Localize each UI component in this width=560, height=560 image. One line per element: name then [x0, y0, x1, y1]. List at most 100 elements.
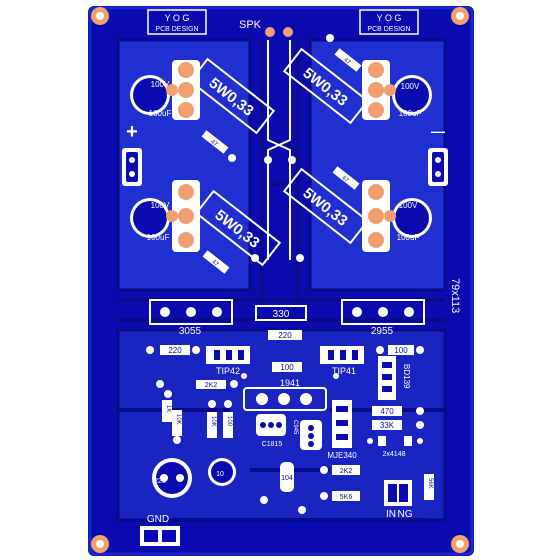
svg-text:C1815: C1815: [262, 441, 283, 448]
emitter-resistor-2: 47: [334, 48, 362, 72]
resistor-10k-a: 10K: [172, 410, 182, 444]
resistor-220-top: 220: [268, 330, 302, 340]
svg-text:47: 47: [340, 175, 349, 184]
emitter-resistor-3: 47: [202, 250, 230, 274]
svg-text:2x4148: 2x4148: [383, 451, 406, 458]
svg-text:47: 47: [342, 57, 351, 66]
power-transistor-pads-tr: [362, 60, 396, 120]
mount-hole-br: [451, 535, 469, 553]
power-transistor-pads-bl: [166, 180, 200, 252]
svg-text:10: 10: [216, 471, 224, 478]
svg-text:100V: 100V: [151, 201, 170, 210]
svg-text:330: 330: [273, 309, 290, 320]
resistor-330: 330: [255, 305, 307, 321]
svg-text:1K: 1K: [165, 405, 171, 412]
resistor-470: 470: [372, 406, 424, 416]
spk-pad-1: [265, 27, 275, 37]
svg-text:100V: 100V: [399, 201, 418, 210]
svg-text:56K: 56K: [427, 478, 433, 489]
cap-220: 220: [152, 458, 192, 498]
transistor-c945: C945: [292, 420, 322, 450]
cap-big-top-right: 100V 100uF: [392, 75, 432, 118]
svg-text:100uF: 100uF: [399, 109, 422, 118]
logo-left: Y O G PCB DESIGN: [147, 9, 207, 35]
cap-104: 104: [280, 462, 294, 492]
svg-text:470: 470: [380, 407, 394, 416]
spk-traces: [267, 40, 291, 260]
logo-right: Y O G PCB DESIGN: [359, 9, 419, 35]
resistor-33k: 33K: [372, 420, 424, 430]
supply-terminal-left: [122, 148, 142, 186]
svg-text:100V: 100V: [151, 80, 170, 89]
svg-text:3055: 3055: [179, 326, 202, 337]
in-label: IN: [386, 509, 396, 520]
svg-text:10K: 10K: [175, 414, 181, 425]
logo-right-title: Y O G: [377, 13, 402, 23]
svg-text:TIP42: TIP42: [216, 366, 240, 376]
cap-10: 10: [208, 458, 236, 486]
spk-label: SPK: [239, 19, 262, 31]
svg-text:C945: C945: [292, 420, 298, 435]
svg-text:220: 220: [154, 478, 166, 485]
svg-text:MJE340: MJE340: [327, 451, 357, 460]
svg-text:47: 47: [209, 139, 218, 148]
minus-sign: —: [431, 123, 445, 139]
transistor-3055: 3055: [149, 299, 233, 337]
via-pads: [228, 34, 339, 514]
svg-text:TIP41: TIP41: [332, 366, 356, 376]
resistor-56k: 56K: [424, 474, 434, 500]
svg-text:2955: 2955: [371, 326, 394, 337]
resistor-100: 100: [272, 362, 302, 372]
emitter-resistor-1: 47: [201, 130, 229, 154]
resistor-10k-b: 10K: [207, 400, 217, 438]
gnd-connector: GND: [140, 514, 180, 546]
transistor-mje340: MJE340: [327, 400, 357, 460]
plus-sign: +: [126, 121, 138, 143]
mount-hole-bl: [91, 535, 109, 553]
svg-text:100V: 100V: [401, 82, 420, 91]
svg-text:100: 100: [280, 363, 294, 372]
gnd-label: GND: [147, 514, 169, 525]
logo-left-sub: PCB DESIGN: [155, 26, 198, 33]
ng-label: NG: [398, 509, 413, 520]
power-transistor-pads-tl: [166, 60, 200, 120]
transistor-1941: 1941: [243, 378, 327, 411]
svg-text:33K: 33K: [380, 421, 395, 430]
svg-text:100uF: 100uF: [147, 233, 170, 242]
svg-text:1941: 1941: [280, 378, 300, 388]
svg-text:10K: 10K: [210, 416, 216, 427]
diodes-4148: 2x4148: [367, 436, 423, 458]
input-connector: IN NG: [384, 480, 413, 520]
logo-right-sub: PCB DESIGN: [367, 26, 410, 33]
svg-text:100uF: 100uF: [149, 109, 172, 118]
svg-text:100uF: 100uF: [397, 233, 420, 242]
power-transistor-pads-br: [362, 180, 396, 252]
resistor-1k: 1K: [162, 390, 172, 422]
cap-big-bottom-left: 100V 100uF: [130, 198, 170, 242]
svg-text:2K2: 2K2: [340, 468, 353, 475]
resistor-2k2-b: 2K2: [320, 465, 360, 475]
transistor-bd139: BD139: [378, 356, 411, 400]
svg-text:BD139: BD139: [402, 364, 411, 389]
board-size-label: 79x113: [449, 278, 461, 313]
transistor-tip42: TIP42: [206, 346, 250, 376]
resistor-5k6: 5K6: [320, 491, 360, 501]
supply-terminal-right: [428, 148, 448, 186]
svg-text:100: 100: [394, 346, 408, 355]
logo-left-title: Y O G: [165, 13, 190, 23]
transistor-c1815: C1815: [256, 414, 286, 448]
transistor-tip41: TIP41: [320, 346, 364, 376]
resistor-220-left: 220: [146, 345, 200, 355]
svg-text:220: 220: [278, 331, 292, 340]
resistor-100-vertical: 100: [223, 400, 233, 438]
svg-text:5K6: 5K6: [340, 494, 353, 501]
cap-big-top-left: 100V 100uF: [130, 75, 171, 118]
svg-text:220: 220: [168, 346, 182, 355]
mount-hole-tl: [91, 7, 109, 25]
svg-text:104: 104: [281, 475, 293, 482]
svg-text:100: 100: [226, 416, 232, 427]
resistor-100-right: 100: [376, 345, 424, 355]
spk-pad-2: [283, 27, 293, 37]
mount-hole-tr: [451, 7, 469, 25]
